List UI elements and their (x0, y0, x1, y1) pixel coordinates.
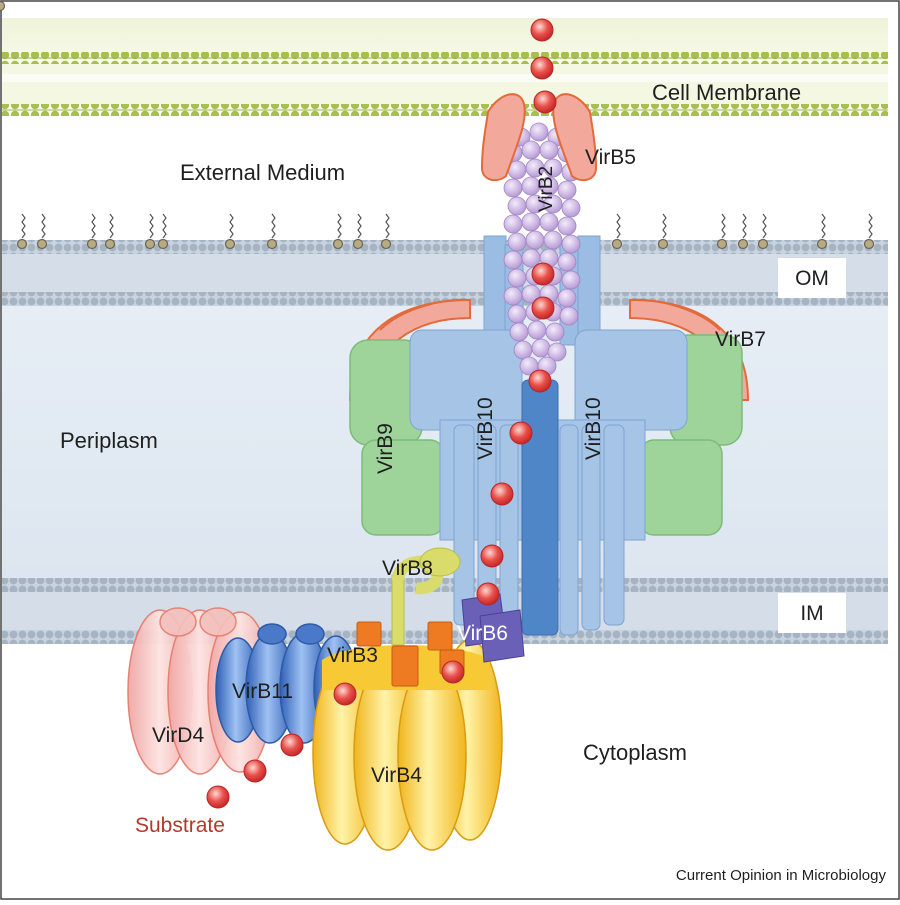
cytoplasm-label: Cytoplasm (583, 740, 687, 765)
cell-membrane-label: Cell Membrane (652, 80, 801, 105)
vird4-label: VirD4 (152, 724, 204, 747)
im-label: IM (800, 602, 823, 625)
journal-credit: Current Opinion in Microbiology (676, 867, 887, 884)
virb8-protein (391, 547, 461, 646)
virb6-label: VirB6 (457, 622, 508, 645)
substrate-path (206, 18, 557, 809)
virb10-left-label: VirB10 (474, 397, 497, 460)
virb11-label: VirB11 (232, 680, 293, 703)
substrate-label: Substrate (135, 814, 225, 837)
virb10-right-label: VirB10 (582, 397, 605, 460)
om-label-box (778, 258, 846, 298)
virb7-label: VirB7 (715, 328, 766, 351)
om-label: OM (795, 267, 829, 290)
virb9-protein (349, 334, 743, 536)
virb4-label: VirB4 (371, 764, 422, 787)
virb10-core-complex (409, 235, 688, 636)
virb5-adhesin (480, 93, 598, 182)
virb9-label: VirB9 (374, 423, 397, 474)
external-medium-label: External Medium (180, 160, 345, 185)
virb5-label: VirB5 (585, 146, 636, 169)
lps-molecules (0, 0, 875, 250)
im-label-box (778, 593, 846, 633)
periplasm-label: Periplasm (60, 428, 158, 453)
virb8-label: VirB8 (382, 557, 433, 580)
virb2-label: VirB2 (536, 166, 557, 212)
outer-membrane (2, 240, 888, 306)
virb3-label: VirB3 (327, 644, 378, 667)
virb4-atpase (312, 639, 503, 851)
cell-membrane (2, 18, 888, 116)
